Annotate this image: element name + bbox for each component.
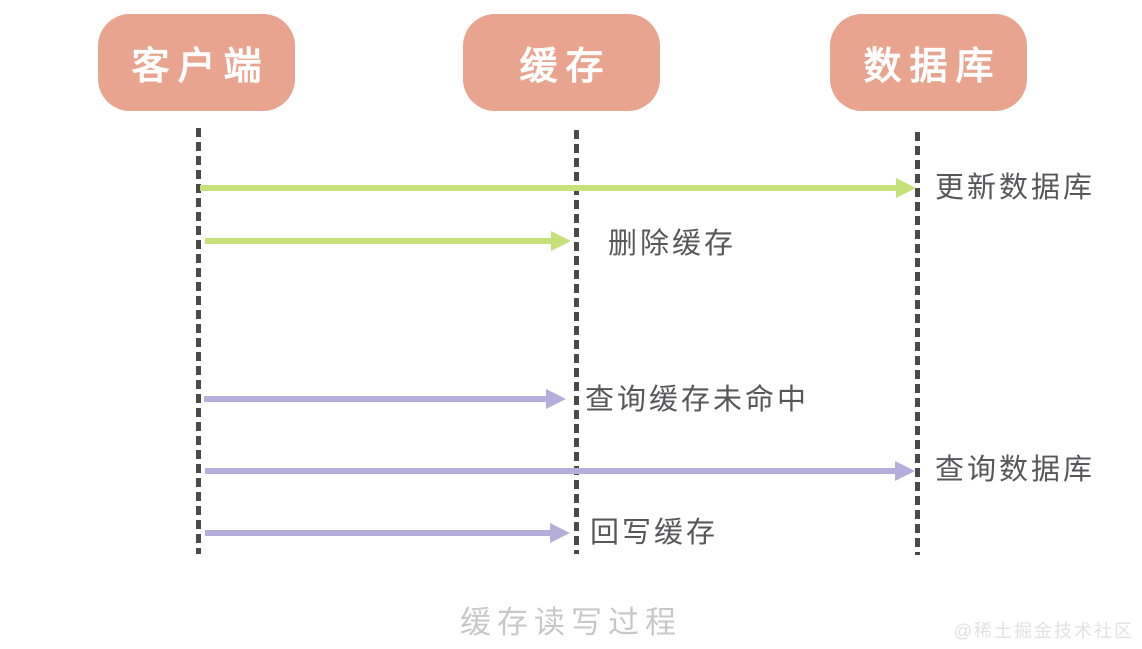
arrow-delete-cache [205,231,571,251]
actor-label-cache: 缓存 [519,46,612,88]
arrow-query-cache-miss [204,389,566,409]
arrow-write-back-cache [205,523,570,543]
arrow-query-database [205,461,915,481]
arrowhead-icon [895,461,915,481]
arrowhead-icon [896,178,916,198]
message-label-update-database: 更新数据库 [935,172,1096,204]
message-label-query-database: 查询数据库 [935,454,1096,486]
actor-box-client: 客户端 [98,14,295,111]
lifeline-database [915,132,920,555]
arrowhead-icon [546,389,566,409]
diagram-caption: 缓存读写过程 [460,605,682,640]
watermark-text: @稀土掘金技术社区 [953,621,1134,641]
lifeline-client [196,128,201,554]
message-label-query-cache-miss: 查询缓存未命中 [585,384,810,416]
actor-label-client: 客户端 [131,46,270,88]
actor-label-database: 数据库 [863,46,1002,88]
actor-box-database: 数据库 [830,14,1027,111]
arrowhead-icon [551,231,571,251]
message-label-delete-cache: 删除缓存 [608,228,737,260]
lifeline-cache [574,130,579,554]
actor-box-cache: 缓存 [463,14,660,111]
arrow-update-database [200,178,916,198]
message-label-write-back-cache: 回写缓存 [590,517,719,549]
arrowhead-icon [550,523,570,543]
